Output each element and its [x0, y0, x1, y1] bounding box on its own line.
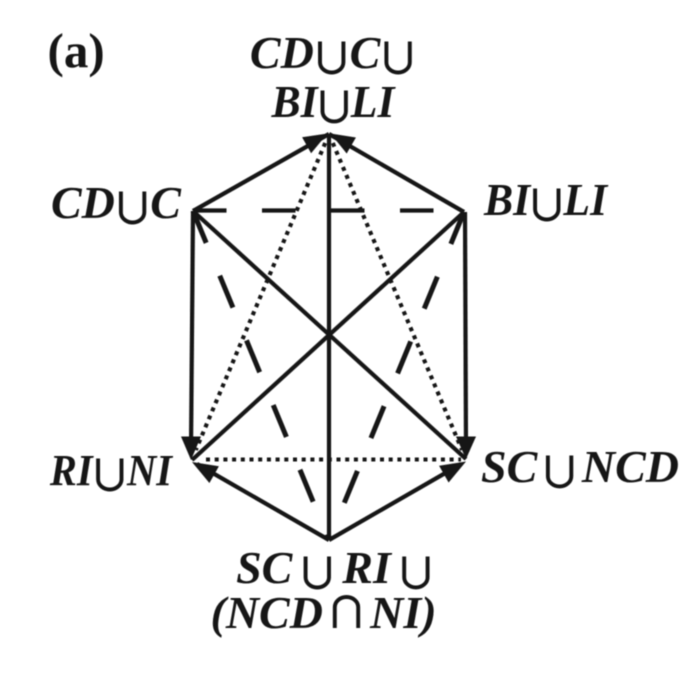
svg-text:RI: RI: [341, 542, 393, 593]
svg-text:RI: RI: [49, 446, 94, 495]
svg-text:LI: LI: [350, 76, 397, 127]
svg-text:BI: BI: [483, 174, 532, 225]
svg-text:NCD: NCD: [581, 441, 679, 492]
svg-text:SC: SC: [236, 542, 294, 593]
svg-text:NI: NI: [126, 446, 174, 495]
svg-text:(NCD: (NCD: [211, 587, 323, 638]
svg-text:NI): NI): [369, 587, 436, 638]
svg-text:CD: CD: [250, 27, 314, 78]
svg-text:SC: SC: [481, 441, 539, 492]
svg-text:C: C: [350, 27, 382, 78]
svg-text:BI: BI: [271, 76, 320, 127]
svg-text:C: C: [150, 177, 182, 228]
svg-text:CD: CD: [51, 177, 115, 228]
svg-text:(a): (a): [48, 23, 105, 78]
svg-text:LI: LI: [562, 174, 609, 225]
